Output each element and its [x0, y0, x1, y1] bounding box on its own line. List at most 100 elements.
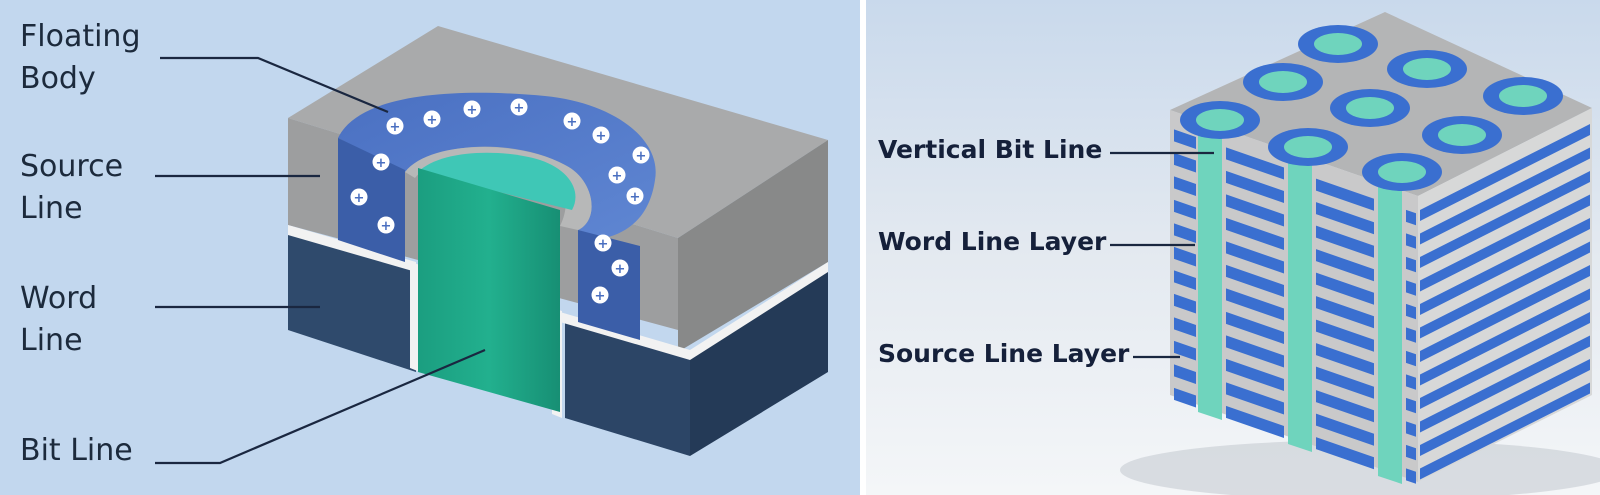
- word-line-layer-left: [1174, 129, 1196, 150]
- word-line-layer-left: [1406, 327, 1416, 343]
- svg-text:+: +: [390, 120, 401, 135]
- label-word-line-layer: Word Line Layer: [878, 227, 1107, 256]
- word-line-layer-right: [1420, 194, 1590, 292]
- vertical-bit-line-pillar-2: [1288, 150, 1312, 452]
- word-line-layer-left: [1316, 272, 1374, 305]
- bit-line-rings-top: [1180, 25, 1563, 191]
- word-line-layer-left: [1316, 366, 1374, 399]
- cube-shadow: [1120, 440, 1600, 495]
- word-line-layer-left: [1174, 199, 1196, 220]
- word-line-layer-left: [1226, 147, 1284, 180]
- word-line-layers-left: [1174, 129, 1416, 484]
- word-line-layer-left: [1316, 296, 1374, 329]
- word-line-layer-right: [1420, 335, 1590, 433]
- word-line-layer-left: [1406, 374, 1416, 390]
- insulator-left-vert: [410, 262, 420, 372]
- label-word-line-line1: Word: [20, 281, 97, 316]
- left-panel: + + + + + + + + + + + + + + + Floating B…: [0, 0, 860, 495]
- word-line-layer-left: [1406, 256, 1416, 273]
- word-line-left-slab: [288, 232, 416, 372]
- word-line-layer-left: [1316, 390, 1374, 423]
- word-line-layer-right: [1420, 124, 1590, 221]
- svg-text:+: +: [381, 219, 392, 234]
- svg-text:+: +: [427, 113, 438, 128]
- leader-bit-line: [155, 348, 486, 465]
- word-line-layer-left: [1226, 311, 1284, 345]
- svg-text:+: +: [612, 169, 623, 184]
- word-line-layer-left: [1406, 421, 1416, 437]
- label-floating-body: Floating Body: [20, 19, 150, 96]
- word-line-layer-right: [1420, 218, 1590, 315]
- svg-text:+: +: [567, 115, 578, 130]
- bit-line-ring-inner: [1378, 161, 1426, 183]
- word-line-right-side: [690, 270, 828, 456]
- word-line-layer-right: [1420, 241, 1590, 339]
- label-floating-body-line1: Floating: [20, 19, 140, 54]
- svg-text:+: +: [467, 103, 478, 118]
- bit-line-ring-inner: [1438, 124, 1486, 146]
- word-line-layer-right: [1420, 147, 1590, 245]
- word-line-layer-left: [1174, 317, 1196, 338]
- bit-line-ring-inner: [1196, 109, 1244, 131]
- label-word-line-line2: Line: [20, 323, 83, 358]
- label-source-line-layer: Source Line Layer: [878, 339, 1130, 368]
- word-line-layer-left: [1226, 217, 1284, 251]
- word-line-layer-left: [1406, 468, 1416, 484]
- word-line-layer-right: [1420, 312, 1590, 409]
- word-line-right-slab: [565, 318, 690, 456]
- word-line-layer-left: [1226, 358, 1284, 392]
- word-line-layer-left: [1316, 178, 1374, 211]
- label-word-line: Word Line: [20, 281, 107, 358]
- word-line-layer-right: [1420, 171, 1590, 268]
- label-bit-line: Bit Line: [20, 433, 133, 468]
- word-line-layer-left: [1316, 319, 1374, 352]
- svg-text:+: +: [598, 237, 609, 252]
- word-line-layer-right: [1420, 359, 1590, 456]
- word-line-layer-left: [1406, 444, 1416, 461]
- word-line-layer-left: [1406, 280, 1416, 296]
- vertical-bit-line-pillar-3: [1378, 182, 1402, 484]
- panel-divider: [860, 0, 866, 495]
- word-line-layer-left: [1174, 387, 1196, 408]
- label-source-line: Source Line: [20, 149, 133, 226]
- label-floating-body-line2: Body: [20, 61, 96, 96]
- bit-line-ring-inner: [1259, 71, 1307, 93]
- word-line-layer-left: [1174, 340, 1196, 361]
- word-line-layer-left: [1316, 437, 1374, 470]
- word-line-layer-left: [1226, 382, 1284, 415]
- word-line-layer-left: [1174, 270, 1196, 291]
- word-line-layer-left: [1174, 293, 1196, 314]
- svg-text:+: +: [636, 149, 647, 164]
- bit-line-ring-inner: [1346, 97, 1394, 119]
- vertical-bit-line-pillar-1: [1198, 118, 1222, 420]
- word-line-layer-left: [1406, 397, 1416, 414]
- word-line-layer-left: [1174, 152, 1196, 173]
- svg-text:+: +: [354, 191, 365, 206]
- word-line-layer-left: [1316, 225, 1374, 258]
- block-right-face: [678, 140, 828, 352]
- word-line-layer-left: [1316, 249, 1374, 282]
- word-line-layer-left: [1226, 241, 1284, 274]
- word-line-layer-right: [1420, 288, 1590, 386]
- word-line-layer-left: [1406, 303, 1416, 320]
- bit-line-ring-inner: [1499, 85, 1547, 107]
- label-vertical-bit-line: Vertical Bit Line: [878, 135, 1102, 164]
- word-line-layer-right: [1420, 265, 1590, 362]
- word-line-layer-left: [1226, 170, 1284, 204]
- bit-line-top: [418, 152, 576, 210]
- word-line-layer-left: [1406, 209, 1416, 226]
- svg-text:+: +: [615, 262, 626, 277]
- label-source-line-line2: Line: [20, 191, 83, 226]
- word-line-layer-left: [1174, 176, 1196, 197]
- svg-text:+: +: [630, 190, 641, 205]
- svg-text:+: +: [376, 156, 387, 171]
- word-line-layer-left: [1226, 405, 1284, 439]
- word-line-layer-left: [1226, 335, 1284, 368]
- word-line-layer-left: [1174, 223, 1196, 244]
- floating-body-right-face: [578, 230, 640, 340]
- leader-floating-body: [160, 56, 389, 114]
- svg-text:+: +: [596, 129, 607, 144]
- word-line-layers-right: [1420, 124, 1590, 480]
